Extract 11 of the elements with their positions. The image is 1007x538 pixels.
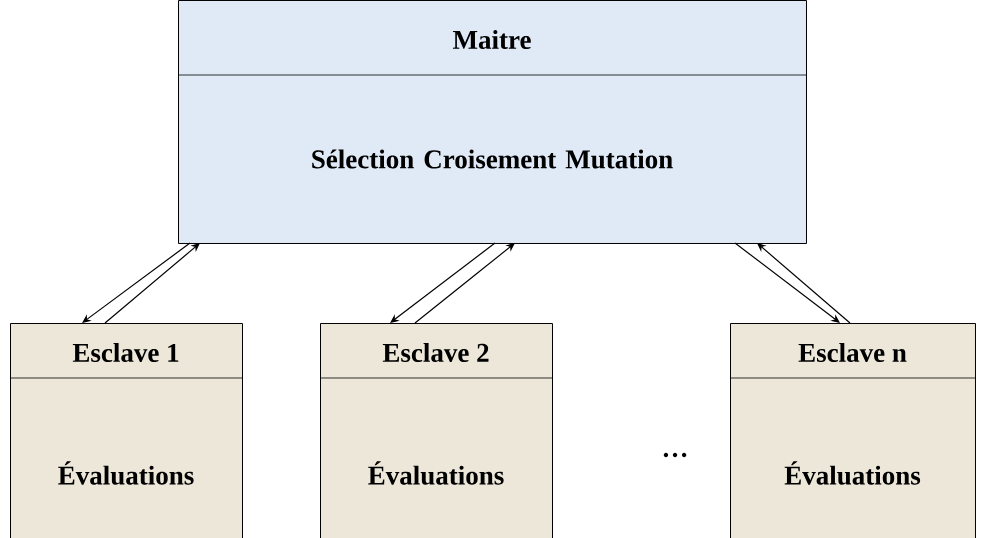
box: Maitre Sélection Croisement Mutation <box>177 0 807 244</box>
arrow <box>390 242 496 323</box>
arrow <box>414 243 515 324</box>
box: Esclave 2 Évaluations <box>319 323 553 538</box>
box: Esclave n Évaluations <box>729 323 976 538</box>
ellipsis: … <box>663 452 687 458</box>
arrow <box>82 242 191 323</box>
arrow <box>757 243 851 324</box>
arrow <box>104 243 200 324</box>
arrow <box>734 242 840 323</box>
box: Esclave 1 Évaluations <box>9 323 243 538</box>
